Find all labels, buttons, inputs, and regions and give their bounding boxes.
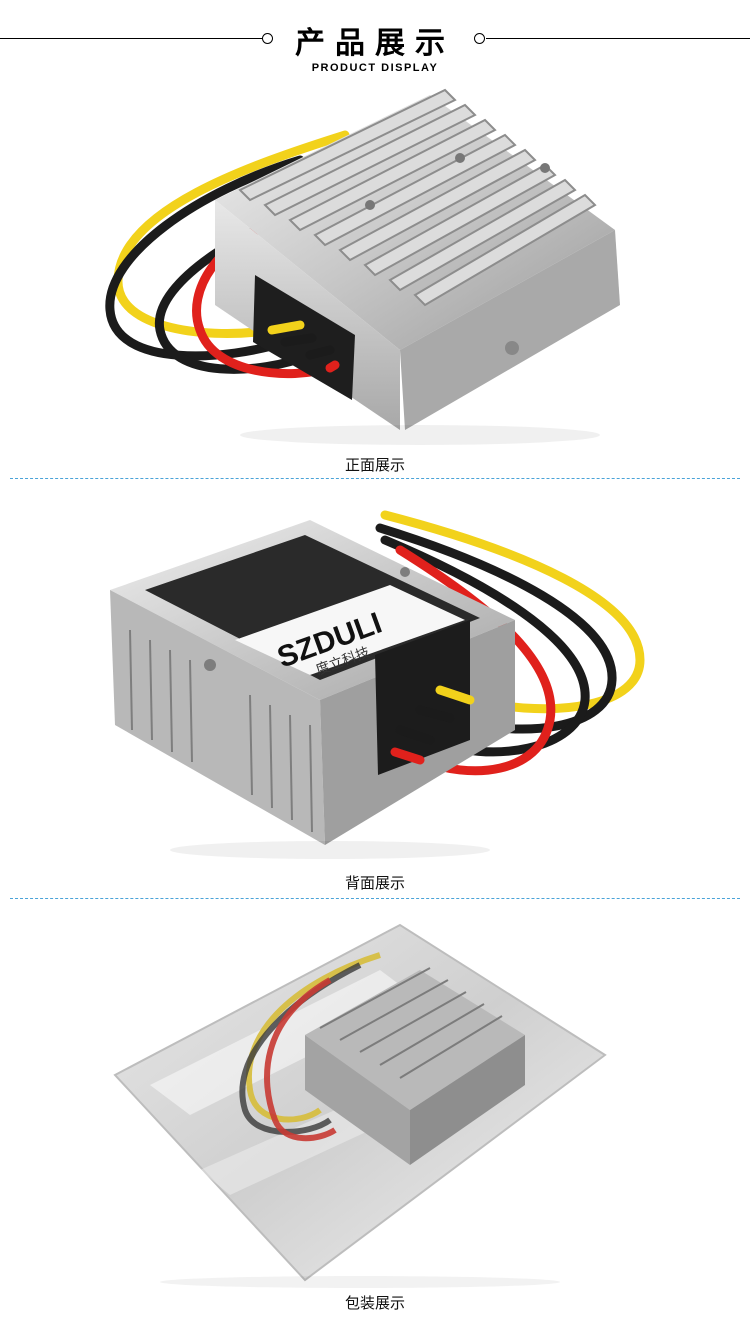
front-view-panel: 正面展示 xyxy=(0,80,750,474)
header-circle-right xyxy=(474,33,485,44)
section-divider xyxy=(10,898,740,899)
package-view-product-image xyxy=(113,923,607,1288)
package-view-caption: 包装展示 xyxy=(344,1294,405,1312)
front-view-product-image xyxy=(105,88,620,445)
back-view-caption: 背面展示 xyxy=(344,874,405,892)
page-title: 产品展示 xyxy=(295,26,455,61)
header-circle-left xyxy=(262,33,273,44)
back-view-product-image: SZDULI 度立科技 xyxy=(110,510,645,859)
section-divider xyxy=(10,478,740,479)
page-header: 产品展示 PRODUCT DISPLAY xyxy=(0,0,750,80)
header-line-left xyxy=(0,38,262,39)
header-line-right xyxy=(486,38,750,39)
package-view-panel: 包装展示 xyxy=(0,910,750,1325)
back-view-panel: SZDULI 度立科技 背面展示 xyxy=(0,490,750,892)
page-subtitle: PRODUCT DISPLAY xyxy=(311,62,439,74)
front-view-caption: 正面展示 xyxy=(344,456,405,474)
